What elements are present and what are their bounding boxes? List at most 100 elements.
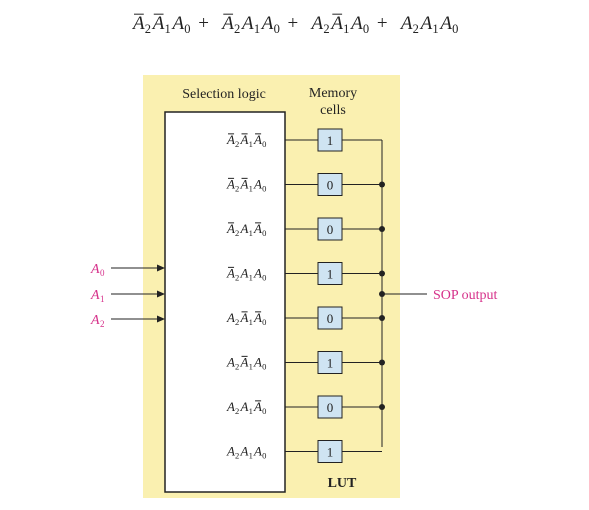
row-term-lit-0-subscript: 2 bbox=[235, 406, 239, 416]
memory-cell-value: 0 bbox=[327, 222, 334, 237]
row-term-lit-0-subscript: 2 bbox=[235, 450, 239, 460]
memory-cell-value: 0 bbox=[327, 311, 334, 326]
row-term-lit-1-var: A bbox=[240, 399, 249, 414]
row-term-lit-0-var: A bbox=[226, 132, 235, 147]
eq-term-1-lit-1-var: A bbox=[240, 13, 254, 34]
input-label-var: A bbox=[90, 313, 100, 328]
eq-term-3-lit-1-subscript: 1 bbox=[432, 22, 438, 36]
eq-term-2-lit-2-var: A bbox=[349, 13, 363, 34]
row-term-lit-1-subscript: 1 bbox=[249, 139, 253, 149]
input-arrowhead bbox=[157, 315, 165, 323]
lut-label: LUT bbox=[328, 476, 357, 491]
row-term-lit-1-subscript: 1 bbox=[249, 183, 253, 193]
row-term-lit-0-subscript: 2 bbox=[235, 317, 239, 327]
row-term-lit-1-var: A bbox=[240, 177, 249, 192]
row-term-lit-2-var: A bbox=[253, 310, 262, 325]
row-term-lit-2-subscript: 0 bbox=[262, 183, 266, 193]
row-term-lit-0-subscript: 2 bbox=[235, 272, 239, 282]
input-label-subscript: 2 bbox=[100, 319, 105, 329]
memory-label-line2: cells bbox=[320, 103, 346, 118]
row-term-lit-1-var: A bbox=[240, 132, 249, 147]
input-label-var: A bbox=[90, 288, 100, 303]
row-term-lit-2-var: A bbox=[253, 221, 262, 236]
eq-term-0-lit-1-subscript: 1 bbox=[165, 22, 171, 36]
eq-term-1-lit-2-subscript: 0 bbox=[274, 22, 280, 36]
input-label-subscript: 1 bbox=[100, 294, 105, 304]
plus-operator: + bbox=[288, 13, 299, 34]
row-term-lit-2-var: A bbox=[253, 266, 262, 281]
row-term-lit-2-subscript: 0 bbox=[262, 272, 266, 282]
input-label-var: A bbox=[90, 262, 100, 277]
row-term-lit-2-subscript: 0 bbox=[262, 139, 266, 149]
row-term-lit-1-var: A bbox=[240, 266, 249, 281]
row-term-lit-2-subscript: 0 bbox=[262, 406, 266, 416]
plus-operator: + bbox=[377, 13, 388, 34]
row-term-lit-1-subscript: 1 bbox=[249, 406, 253, 416]
eq-term-3-lit-2-subscript: 0 bbox=[452, 22, 458, 36]
eq-term-3-lit-0-var: A bbox=[399, 13, 413, 34]
eq-term-2-lit-0-var: A bbox=[310, 13, 324, 34]
row-term-lit-0-subscript: 2 bbox=[235, 228, 239, 238]
eq-term-1-lit-2-var: A bbox=[260, 13, 274, 34]
row-term-lit-0-subscript: 2 bbox=[235, 361, 239, 371]
eq-term-1-lit-1-subscript: 1 bbox=[254, 22, 260, 36]
memory-cell-value: 1 bbox=[327, 445, 334, 460]
row-term-lit-0-var: A bbox=[226, 310, 235, 325]
row-term-lit-0-subscript: 2 bbox=[235, 139, 239, 149]
input-arrowhead bbox=[157, 264, 165, 272]
row-term-lit-0-var: A bbox=[226, 355, 235, 370]
eq-term-3-lit-2-var: A bbox=[438, 13, 452, 34]
row-term-lit-1-var: A bbox=[240, 310, 249, 325]
row-term-lit-0-var: A bbox=[226, 266, 235, 281]
memory-cell-value: 0 bbox=[327, 178, 334, 193]
row-term-lit-0-var: A bbox=[226, 444, 235, 459]
memory-cell-value: 1 bbox=[327, 267, 334, 282]
row-term-lit-1-var: A bbox=[240, 355, 249, 370]
eq-term-0-lit-1-var: A bbox=[151, 13, 165, 34]
row-term-lit-1-subscript: 1 bbox=[249, 228, 253, 238]
eq-term-0-lit-2-var: A bbox=[171, 13, 185, 34]
output-junction bbox=[379, 291, 385, 297]
row-term-lit-2-subscript: 0 bbox=[262, 317, 266, 327]
selection-logic-label: Selection logic bbox=[182, 87, 266, 102]
row-term-lit-0-var: A bbox=[226, 177, 235, 192]
row-term-lit-2-var: A bbox=[253, 132, 262, 147]
eq-term-2-lit-0-subscript: 2 bbox=[323, 22, 329, 36]
row-term-lit-1-subscript: 1 bbox=[249, 317, 253, 327]
eq-term-1-lit-0-subscript: 2 bbox=[234, 22, 240, 36]
eq-term-2-lit-1-var: A bbox=[329, 13, 343, 34]
input-arrowhead bbox=[157, 290, 165, 298]
eq-term-0-lit-0-var: A bbox=[131, 13, 145, 34]
row-term-lit-2-var: A bbox=[253, 177, 262, 192]
row-term-lit-2-subscript: 0 bbox=[262, 361, 266, 371]
row-term-lit-0-var: A bbox=[226, 399, 235, 414]
row-term-lit-0-subscript: 2 bbox=[235, 183, 239, 193]
eq-term-3-lit-0-subscript: 2 bbox=[413, 22, 419, 36]
memory-cell-value: 1 bbox=[327, 356, 334, 371]
eq-term-2-lit-1-subscript: 1 bbox=[343, 22, 349, 36]
eq-term-1-lit-0-var: A bbox=[220, 13, 234, 34]
input-label-subscript: 0 bbox=[100, 268, 105, 278]
row-term-lit-1-subscript: 1 bbox=[249, 450, 253, 460]
selection-logic-box bbox=[164, 111, 286, 493]
row-term-lit-2-subscript: 0 bbox=[262, 450, 266, 460]
memory-cell-value: 1 bbox=[327, 133, 334, 148]
row-term-lit-1-subscript: 1 bbox=[249, 272, 253, 282]
row-term-lit-2-var: A bbox=[253, 444, 262, 459]
row-term-lit-2-var: A bbox=[253, 399, 262, 414]
memory-cell-value: 0 bbox=[327, 400, 334, 415]
